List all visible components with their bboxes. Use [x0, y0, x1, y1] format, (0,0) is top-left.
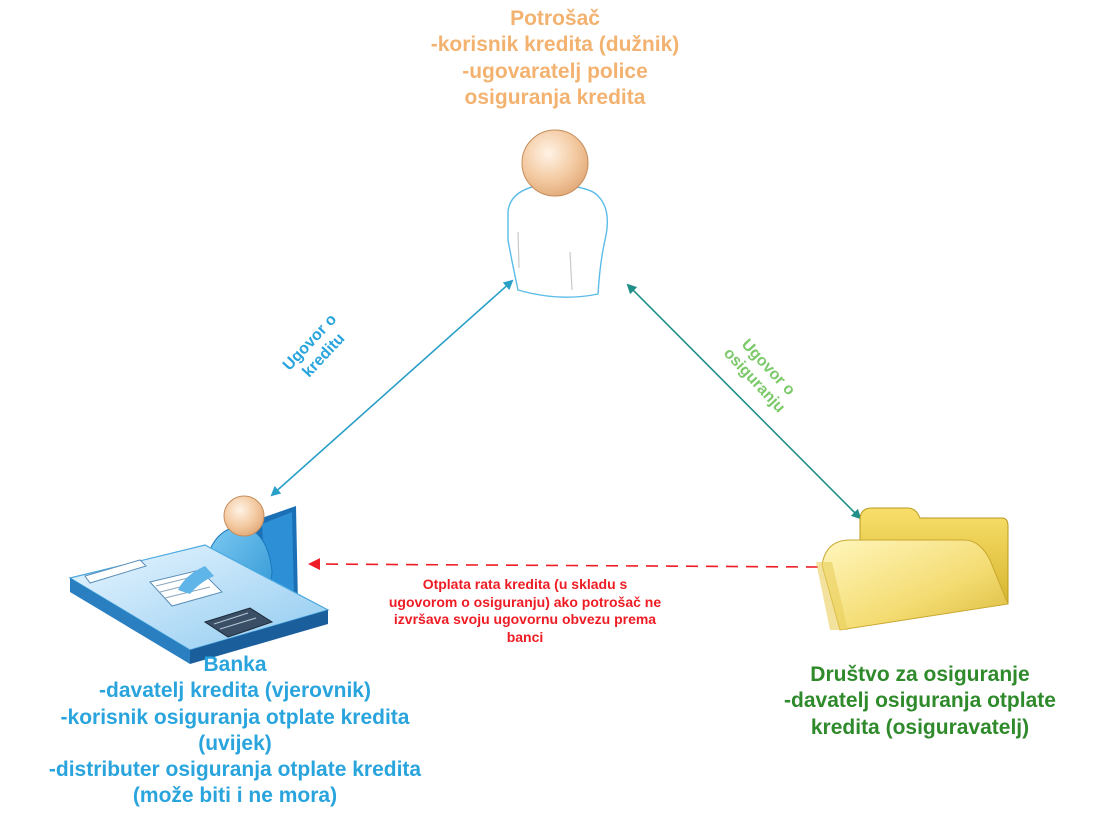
insurer-label: Društvo za osiguranje -davatelj osiguran… [745, 662, 1095, 741]
consumer-label: Potrošač -korisnik kredita (dužnik) -ugo… [355, 6, 755, 111]
repayment-line-4: banci [506, 628, 544, 645]
insurer-role-2: kredita (osiguravatelj) [810, 715, 1030, 739]
insurer-title: Društvo za osiguranje [810, 663, 1030, 686]
consumer-role-3: osiguranja kredita [464, 85, 646, 109]
bank-role-5: (može biti i ne mora) [132, 784, 338, 808]
repayment-line-3: izvršava svoju ugovornu obvezu prema [393, 611, 657, 627]
bank-role-4: -distributer osiguranja otplate kredita [48, 758, 422, 781]
insurer-role-1: -davatelj osiguranja otplate [784, 689, 1056, 713]
credit-contract-arrow [270, 279, 514, 497]
bank-title: Banka [203, 653, 267, 676]
consumer-title: Potrošač [510, 7, 600, 30]
repayment-arrow [308, 558, 819, 571]
bank-role-3: (uvijek) [198, 731, 272, 755]
consumer-role-1: -korisnik kredita (dužnik) [430, 33, 680, 57]
bank-label: Banka -davatelj kredita (vjerovnik) -kor… [0, 652, 470, 810]
consumer-role-2: -ugovaratelj police [462, 59, 648, 83]
banker-at-desk-icon [68, 495, 330, 664]
repayment-line-1: Otplata rata kredita (u skladu s [422, 576, 628, 592]
bank-role-1: -davatelj kredita (vjerovnik) [99, 679, 371, 703]
repayment-note: Otplata rata kredita (u skladu s ugovoro… [360, 576, 690, 646]
person-icon [507, 129, 608, 298]
insurance-contract-arrow [626, 283, 862, 520]
repayment-line-2: ugovorom o osiguranju) ako potrošač ne [388, 593, 662, 610]
bank-role-2: -korisnik osiguranja otplate kredita [60, 705, 410, 729]
folder-icon [816, 507, 1009, 631]
